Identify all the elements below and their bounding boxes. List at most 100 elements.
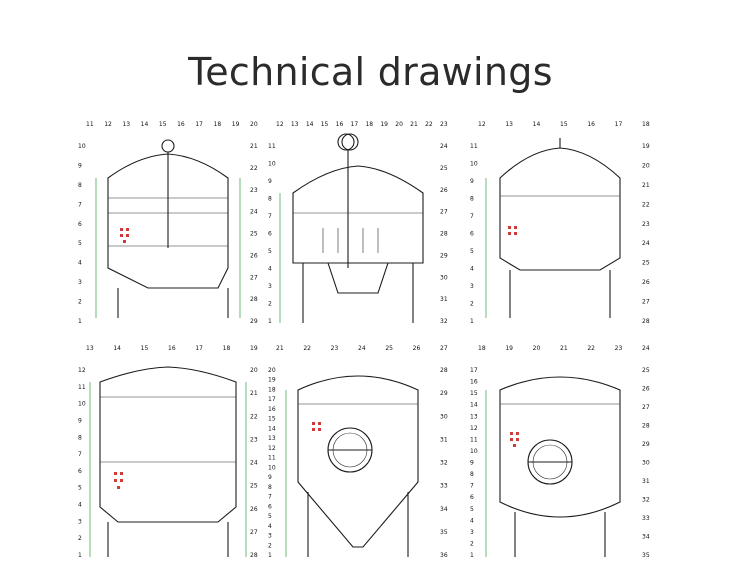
- callout-right-21: 21: [642, 182, 650, 189]
- callout-right-28: 28: [250, 296, 258, 303]
- callout-right-35: 35: [642, 552, 650, 559]
- callout-right-25: 25: [250, 231, 258, 238]
- callout-left-13: 13: [470, 413, 478, 420]
- callout-left-10: 10: [78, 401, 86, 408]
- callout-right-25: 25: [440, 165, 448, 172]
- callout-right-36: 36: [440, 552, 448, 559]
- callout-left-11: 11: [78, 384, 86, 391]
- callout-left-5: 5: [470, 506, 474, 513]
- callout-right-32: 32: [440, 318, 448, 325]
- callout-top-23: 23: [331, 345, 339, 352]
- callout-left-19: 19: [268, 377, 276, 384]
- callout-left-8: 8: [470, 471, 474, 478]
- callout-left-12: 12: [78, 367, 86, 374]
- callout-right-20: 20: [642, 162, 650, 169]
- callout-left-6: 6: [470, 231, 474, 238]
- callout-top-20: 20: [533, 345, 541, 352]
- callout-top-13: 13: [122, 121, 130, 128]
- callout-left-6: 6: [78, 468, 82, 475]
- callout-left-5: 5: [268, 248, 272, 255]
- callout-top-22: 22: [425, 121, 433, 128]
- callout-top-15: 15: [141, 345, 149, 352]
- callout-top-19: 19: [232, 121, 240, 128]
- callout-right-27: 27: [642, 299, 650, 306]
- callout-left-8: 8: [268, 196, 272, 203]
- callout-right-31: 31: [440, 436, 448, 443]
- callout-right-24: 24: [642, 240, 650, 247]
- callout-left-9: 9: [268, 474, 272, 481]
- callout-right-34: 34: [440, 506, 448, 513]
- callout-right-29: 29: [250, 318, 258, 325]
- callout-right-26: 26: [642, 386, 650, 393]
- callout-top-18: 18: [223, 345, 231, 352]
- callout-left-6: 6: [78, 221, 82, 228]
- callout-right-25: 25: [642, 367, 650, 374]
- callout-left-10: 10: [268, 161, 276, 168]
- callout-left-10: 10: [470, 161, 478, 168]
- callout-top-22: 22: [587, 345, 595, 352]
- callout-right-19: 19: [642, 143, 650, 150]
- callout-left-3: 3: [268, 283, 272, 290]
- callout-right-24: 24: [250, 209, 258, 216]
- callout-left-2: 2: [470, 540, 474, 547]
- callout-left-5: 5: [268, 513, 272, 520]
- callout-left-2: 2: [470, 301, 474, 308]
- callout-top-23: 23: [440, 121, 448, 128]
- callout-top-24: 24: [642, 345, 650, 352]
- callout-left-12: 12: [268, 445, 276, 452]
- callout-top-21: 21: [410, 121, 418, 128]
- callout-left-4: 4: [78, 502, 82, 509]
- callout-right-30: 30: [642, 460, 650, 467]
- callout-right-21: 21: [250, 143, 258, 150]
- callout-left-6: 6: [470, 494, 474, 501]
- callout-left-3: 3: [470, 283, 474, 290]
- callout-top-17: 17: [351, 121, 359, 128]
- callout-right-23: 23: [642, 221, 650, 228]
- callout-left-10: 10: [470, 448, 478, 455]
- callout-top-12: 12: [104, 121, 112, 128]
- callout-top-16: 16: [168, 345, 176, 352]
- callout-top-24: 24: [358, 345, 366, 352]
- callout-left-7: 7: [470, 213, 474, 220]
- callout-left-11: 11: [268, 455, 276, 462]
- callout-left-1: 1: [268, 318, 272, 325]
- callout-top-13: 13: [291, 121, 299, 128]
- callout-right-30: 30: [440, 274, 448, 281]
- callout-right-25: 25: [250, 483, 258, 490]
- callout-right-26: 26: [642, 279, 650, 286]
- callout-top-26: 26: [413, 345, 421, 352]
- callout-left-4: 4: [78, 260, 82, 267]
- callout-top-21: 21: [276, 345, 284, 352]
- callout-left-3: 3: [470, 529, 474, 536]
- callout-top-17: 17: [195, 345, 203, 352]
- callout-left-7: 7: [78, 201, 82, 208]
- callout-left-7: 7: [470, 483, 474, 490]
- callout-right-31: 31: [440, 296, 448, 303]
- callout-left-11: 11: [470, 143, 478, 150]
- callout-left-9: 9: [268, 178, 272, 185]
- callout-right-27: 27: [440, 209, 448, 216]
- callout-left-17: 17: [470, 367, 478, 374]
- callout-right-31: 31: [642, 478, 650, 485]
- callout-top-17: 17: [195, 121, 203, 128]
- callout-top-19: 19: [380, 121, 388, 128]
- callout-left-2: 2: [268, 542, 272, 549]
- callout-right-26: 26: [250, 252, 258, 259]
- callout-left-1: 1: [78, 318, 82, 325]
- callout-left-5: 5: [470, 248, 474, 255]
- callout-right-24: 24: [250, 460, 258, 467]
- callout-top-17: 17: [615, 121, 623, 128]
- callout-left-4: 4: [268, 523, 272, 530]
- callout-top-13: 13: [86, 345, 94, 352]
- callout-left-12: 12: [470, 425, 478, 432]
- callout-top-20: 20: [395, 121, 403, 128]
